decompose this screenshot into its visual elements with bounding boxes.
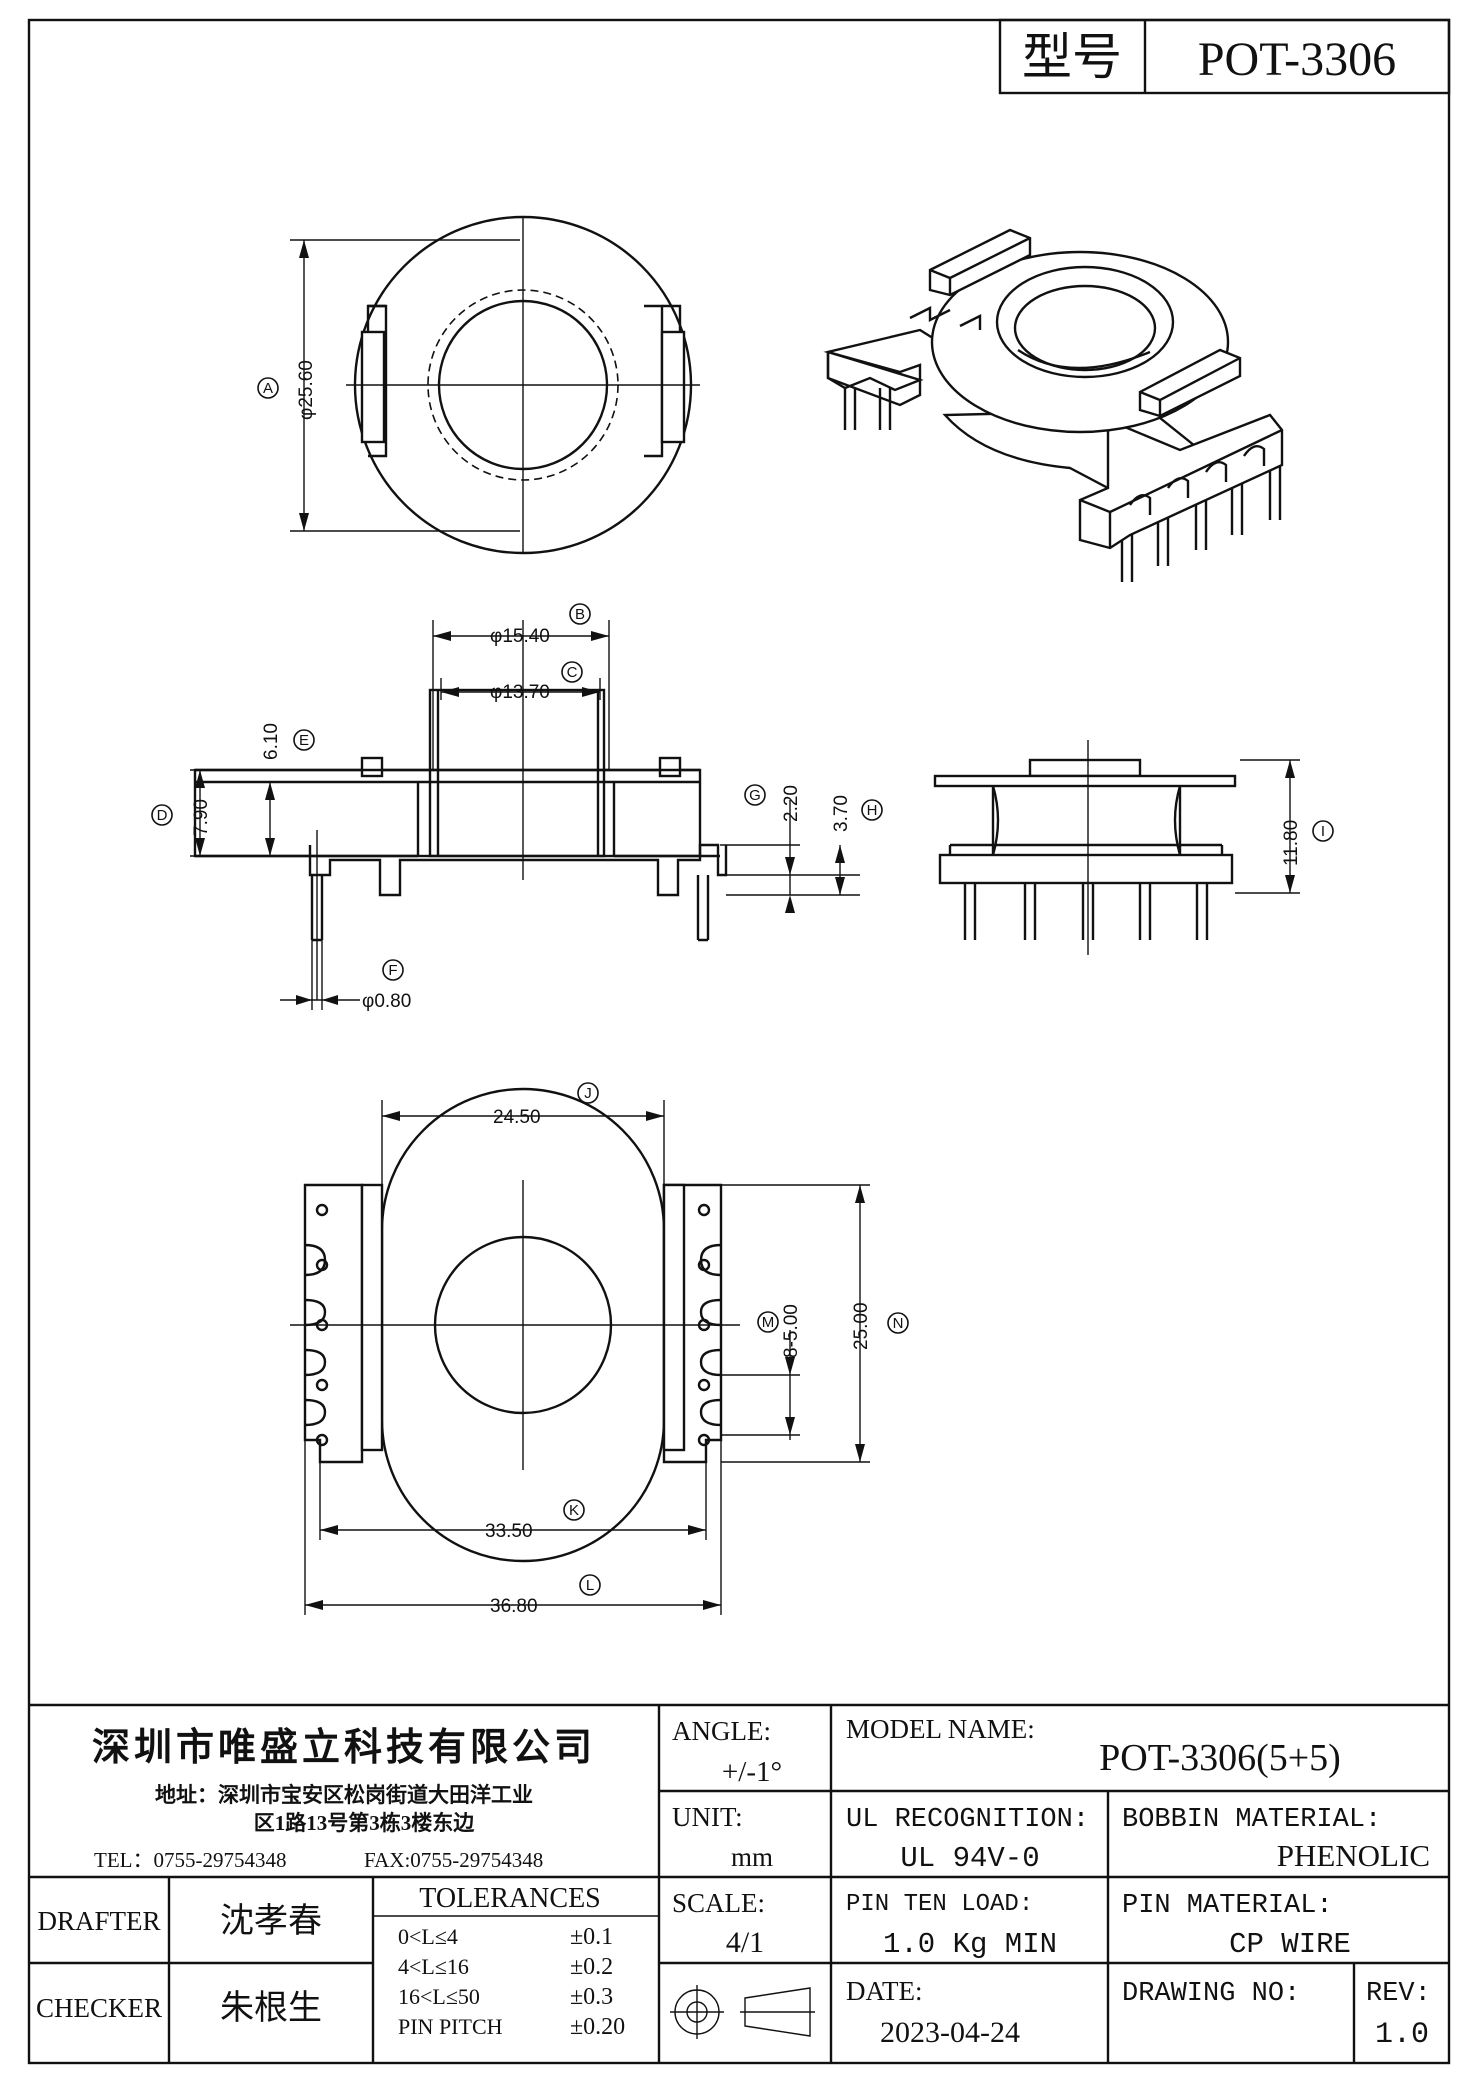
pin-load-label: PIN TEN LOAD: — [846, 1891, 1033, 1918]
dim-l-letter: L — [586, 1577, 594, 1594]
dim-g-value: 2.20 — [781, 785, 802, 822]
type-value: POT-3306 — [1198, 33, 1396, 86]
dim-k-letter: K — [569, 1502, 579, 1519]
dim-b-letter: B — [575, 606, 585, 623]
pin-load-value: 1.0 Kg MIN — [883, 1928, 1057, 1961]
dim-f-value: φ0.80 — [362, 991, 411, 1012]
date-value: 2023-04-24 — [880, 2016, 1020, 2049]
sheet-border — [27, 18, 1451, 2065]
tel: TEL：0755-29754348 — [94, 1848, 286, 1872]
dim-h-value: 3.70 — [831, 795, 852, 832]
bottom-view: 24.50 J 33.50 K 36.80 L 8-5.00 M — [290, 1082, 909, 1617]
dim-b-value: φ15.40 — [490, 626, 550, 647]
dim-d-value: 7.90 — [191, 799, 212, 836]
top-view: φ25.60 A — [257, 215, 700, 555]
dim-i-letter: I — [1321, 823, 1325, 840]
isometric-view — [823, 228, 1284, 582]
unit-label: UNIT: — [672, 1802, 743, 1832]
dim-c-value: φ13.70 — [490, 682, 550, 703]
dim-a-letter: A — [263, 380, 273, 397]
bobbin-value: PHENOLIC — [1277, 1838, 1430, 1873]
tolerance-value: ±0.2 — [570, 1954, 613, 1980]
side-view: 11.80 I — [933, 740, 1334, 955]
tolerance-range: 4<L≤16 — [398, 1954, 469, 1979]
fax: FAX:0755-29754348 — [364, 1848, 543, 1872]
dim-d-letter: D — [157, 807, 168, 824]
dim-j-letter: J — [584, 1085, 592, 1102]
dim-m-value: 8-5.00 — [781, 1304, 802, 1358]
dim-l-value: 36.80 — [490, 1596, 538, 1617]
tolerances-title: TOLERANCES — [419, 1883, 601, 1914]
tolerance-value: ±0.20 — [570, 2014, 625, 2040]
tolerance-value: ±0.3 — [570, 1984, 613, 2010]
drafter-label: DRAFTER — [37, 1906, 160, 1936]
angle-value: +/-1° — [722, 1756, 782, 1788]
tolerance-range: PIN PITCH — [398, 2014, 503, 2039]
tolerance-range: 0<L≤4 — [398, 1924, 458, 1949]
dim-n-value: 25.00 — [851, 1302, 872, 1350]
address-line-1: 地址：深圳市宝安区松岗街道大田洋工业 — [155, 1783, 533, 1807]
model-value: POT-3306(5+5) — [1099, 1737, 1341, 1779]
type-label: 型号 — [1022, 29, 1122, 85]
checker-value: 朱根生 — [220, 1989, 322, 2027]
drafter-value: 沈孝春 — [220, 1902, 322, 1940]
pin-material-value: CP WIRE — [1229, 1928, 1351, 1961]
dim-f-letter: F — [388, 962, 397, 979]
unit-value: mm — [731, 1842, 773, 1872]
rev-value: 1.0 — [1375, 2018, 1429, 2052]
scale-label: SCALE: — [672, 1888, 765, 1918]
date-label: DATE: — [846, 1976, 923, 2006]
company-name: 深圳市唯盛立科技有限公司 — [92, 1727, 596, 1769]
front-view: φ15.40 B φ13.70 C 7.90 D 6.10 E φ0.80 — [151, 603, 883, 1012]
drawing-no-label: DRAWING NO: — [1122, 1979, 1300, 2009]
bobbin-label: BOBBIN MATERIAL: — [1122, 1805, 1381, 1835]
dim-g-letter: G — [749, 787, 761, 804]
dim-j-value: 24.50 — [493, 1107, 541, 1128]
tolerance-range: 16<L≤50 — [398, 1984, 480, 2009]
pin-material-label: PIN MATERIAL: — [1122, 1891, 1333, 1921]
dim-e-letter: E — [299, 732, 309, 749]
dim-k-value: 33.50 — [485, 1521, 533, 1542]
dim-i-value: 11.80 — [1281, 820, 1302, 866]
address-line-2: 区1路13号第3栋3楼东边 — [254, 1811, 475, 1835]
dim-n-letter: N — [893, 1315, 904, 1332]
tolerance-value: ±0.1 — [570, 1924, 613, 1950]
model-label: MODEL NAME: — [846, 1714, 1035, 1744]
ul-value: UL 94V-0 — [900, 1842, 1039, 1875]
dim-e-value: 6.10 — [261, 723, 282, 760]
type-header: 型号 POT-3306 — [998, 18, 1451, 95]
dim-h-letter: H — [867, 802, 878, 819]
scale-value: 4/1 — [726, 1926, 764, 1959]
projection-symbol-icon — [670, 1985, 815, 2039]
dim-a-value: φ25.60 — [296, 360, 317, 420]
angle-label: ANGLE: — [672, 1716, 771, 1746]
checker-label: CHECKER — [36, 1993, 162, 2023]
dim-m-letter: M — [762, 1314, 775, 1331]
ul-label: UL RECOGNITION: — [846, 1805, 1089, 1835]
title-block: 深圳市唯盛立科技有限公司 地址：深圳市宝安区松岗街道大田洋工业 区1路13号第3… — [29, 1703, 1449, 2063]
dim-c-letter: C — [567, 664, 578, 681]
rev-label: REV: — [1366, 1979, 1431, 2009]
